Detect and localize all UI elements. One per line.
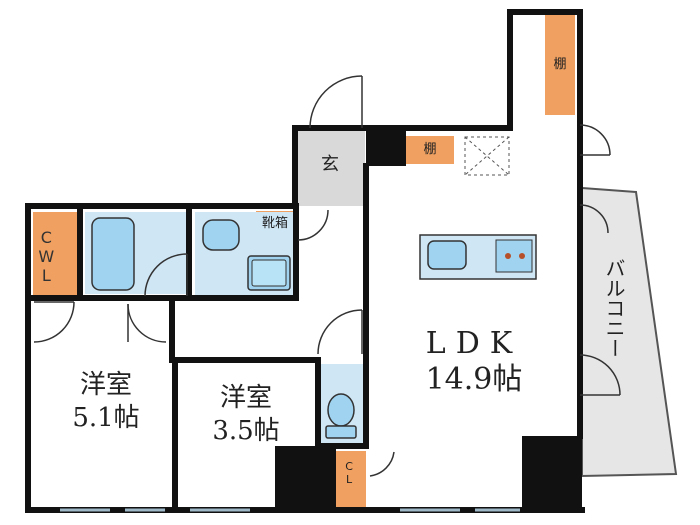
ldk-label: LDK 14.9帖 bbox=[408, 328, 540, 395]
stove bbox=[495, 239, 533, 273]
bathtub bbox=[91, 217, 135, 291]
burner-icon bbox=[519, 253, 525, 259]
western-room-1-name: 洋室 bbox=[79, 370, 132, 400]
shoe-box-label: 靴箱 bbox=[261, 216, 288, 231]
toilet-tank bbox=[325, 425, 357, 439]
fridge-space bbox=[464, 136, 510, 176]
western-room-1-label: 洋室 5.1帖 bbox=[56, 370, 156, 434]
kitchen-sink-icon bbox=[427, 240, 467, 270]
top-shelf-label: 棚 bbox=[553, 57, 567, 72]
closet-label: CL bbox=[342, 460, 356, 486]
washing-machine-inner bbox=[251, 259, 287, 287]
sink-icon bbox=[202, 219, 240, 251]
western-room-2-name: 洋室 bbox=[219, 383, 272, 413]
ldk-name: LDK bbox=[425, 326, 523, 361]
entrance-label: 玄 bbox=[321, 154, 339, 175]
burner-icon bbox=[505, 253, 511, 259]
balcony-area bbox=[581, 186, 678, 478]
ldk-size: 14.9帖 bbox=[425, 361, 523, 397]
kitchen-shelf bbox=[406, 136, 454, 164]
western-room-1-size: 5.1帖 bbox=[72, 403, 140, 434]
cwl-label: CWL bbox=[36, 228, 56, 285]
closet-storage bbox=[336, 451, 366, 509]
kitchen-shelf-label: 棚 bbox=[423, 142, 437, 157]
walls bbox=[25, 9, 585, 513]
toilet-icon bbox=[327, 393, 355, 427]
western-room-2-size: 3.5帖 bbox=[212, 416, 280, 447]
door-swings bbox=[33, 75, 621, 477]
western-room-2-label: 洋室 3.5帖 bbox=[198, 383, 294, 447]
cwl-storage bbox=[33, 212, 79, 296]
balcony-label: バルコニー bbox=[602, 258, 626, 358]
entrance-floor bbox=[295, 130, 365, 206]
top-shelf bbox=[545, 15, 575, 115]
wall-columns bbox=[275, 128, 582, 510]
